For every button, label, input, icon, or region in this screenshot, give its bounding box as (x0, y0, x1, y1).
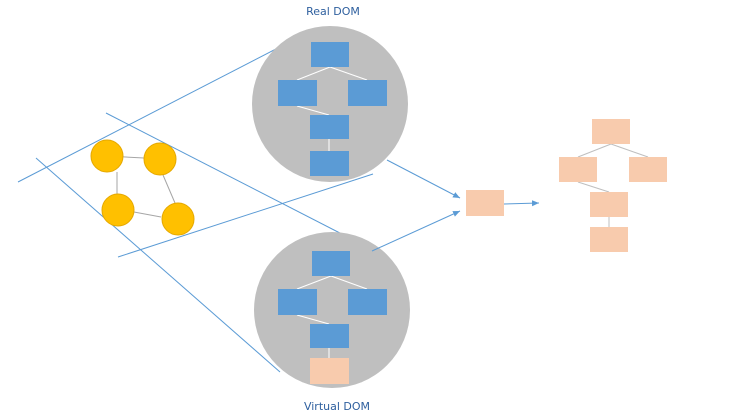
virtual-dom-group (254, 232, 410, 388)
result-left-child-node (559, 157, 597, 182)
diff-patch-node (466, 190, 504, 216)
virtual-dom-left-child-node (278, 289, 317, 315)
tree-edge (296, 66, 331, 81)
projection-line-2 (105, 112, 374, 251)
state-edge (162, 174, 176, 204)
arrow-diff-to-result (503, 200, 540, 207)
virtual-dom-grandchild-node (310, 324, 349, 348)
tree-edge (296, 275, 332, 290)
tree-edge (610, 143, 649, 158)
state-node-circle (143, 142, 177, 176)
tree-edge (577, 181, 610, 193)
real-dom-label: Real DOM (306, 5, 360, 18)
real-dom-group (252, 26, 408, 182)
tree-edge (296, 314, 330, 325)
virtual-dom-right-child-node (348, 289, 387, 315)
tree-edge (329, 66, 368, 81)
projection-line-4 (35, 157, 281, 373)
diff-arrows (371, 159, 540, 252)
arrow-virtual-to-diff (371, 210, 461, 252)
tree-edge (577, 143, 612, 158)
virtual-dom-changed-node (310, 358, 349, 384)
tree-edge (296, 105, 330, 116)
result-right-child-node (629, 157, 667, 182)
result-leaf-node (590, 227, 628, 252)
arrow-real-to-diff (386, 159, 461, 199)
state-node-circle (161, 202, 195, 236)
real-dom-circle (252, 26, 408, 182)
state-edge (133, 211, 162, 218)
projection-line-1 (17, 33, 306, 183)
tree-edge (330, 275, 368, 290)
real-dom-left-child-node (278, 80, 317, 106)
real-dom-grandchild-node (310, 115, 349, 139)
component-state-graph (90, 139, 195, 236)
virtual-dom-root-node (312, 251, 350, 276)
result-tree-edges (577, 143, 649, 227)
state-node-circle (90, 139, 124, 173)
real-dom-root-node (311, 42, 349, 67)
real-dom-leaf-node (310, 151, 349, 176)
virtual-dom-circle (254, 232, 410, 388)
real-dom-right-child-node (348, 80, 387, 106)
virtual-dom-tree-edges (296, 275, 368, 358)
result-grandchild-node (590, 192, 628, 217)
projection-lines (17, 33, 374, 373)
real-dom-tree-edges (296, 66, 368, 151)
projection-line-3 (117, 173, 374, 258)
state-node-circle (101, 193, 135, 227)
result-tree (559, 119, 667, 252)
virtual-dom-label: Virtual DOM (304, 400, 370, 413)
result-root-node (592, 119, 630, 144)
